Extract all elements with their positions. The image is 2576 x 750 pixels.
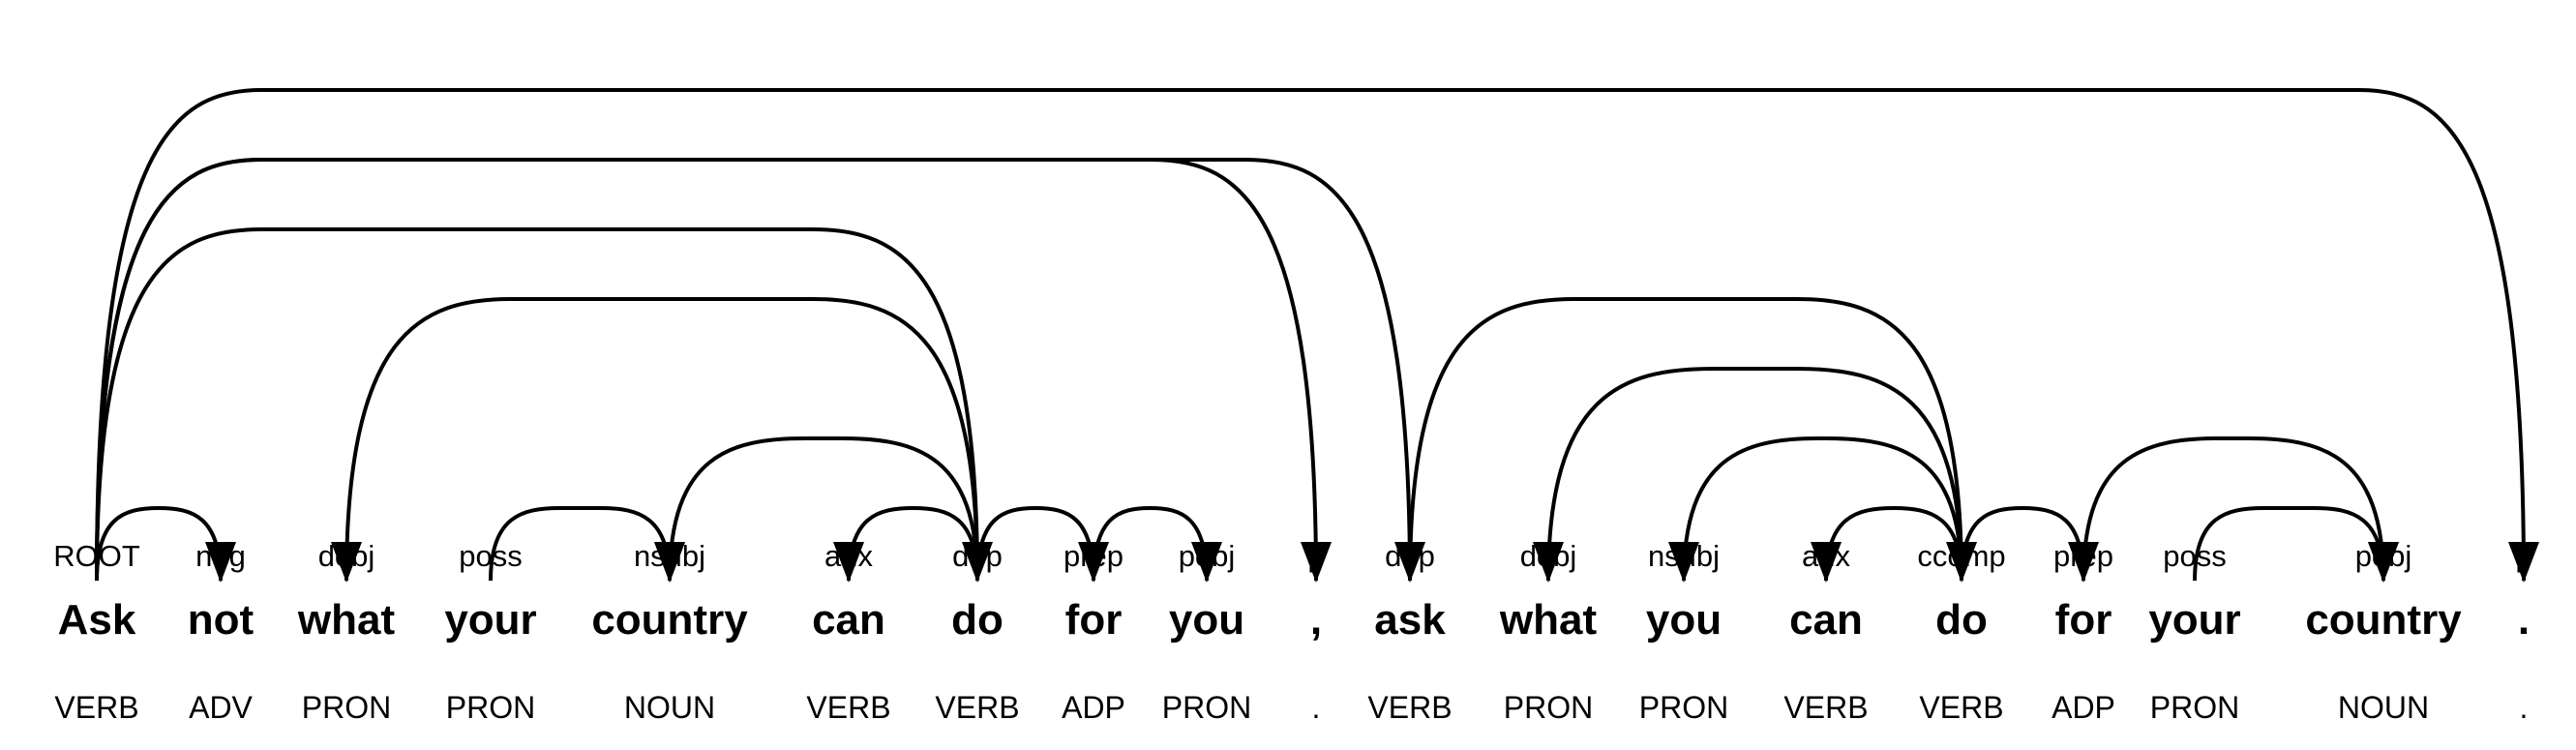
token-word: you bbox=[1646, 596, 1722, 644]
token-pos-tag: NOUN bbox=[624, 690, 715, 725]
dependency-arc bbox=[975, 505, 1095, 582]
token-word: your bbox=[444, 596, 536, 644]
dep-relation-label: nsubj bbox=[634, 539, 705, 573]
dependency-arc bbox=[95, 158, 1412, 582]
token-pos-tag: VERB bbox=[1919, 690, 2003, 725]
token-word: do bbox=[1935, 596, 1988, 644]
dep-relation-label: prep bbox=[1063, 539, 1123, 573]
dep-relation-label: nsubj bbox=[1648, 539, 1720, 573]
dependency-arc bbox=[95, 158, 1318, 582]
dependency-arc bbox=[1408, 297, 1963, 582]
token-word: your bbox=[2148, 596, 2240, 644]
dep-relation-label: p bbox=[1307, 539, 1324, 573]
token-word: for bbox=[1065, 596, 1123, 644]
dependency-arc bbox=[1682, 436, 1963, 582]
token-pos-tag: NOUN bbox=[2338, 690, 2429, 725]
dependency-arc bbox=[668, 436, 979, 582]
dep-relation-label: dobj bbox=[318, 539, 375, 573]
token-word: do bbox=[951, 596, 1003, 644]
arcs-layer bbox=[95, 88, 2526, 582]
token-pos-tag: VERB bbox=[54, 690, 138, 725]
token-pos-tag: . bbox=[1312, 690, 1321, 725]
dependency-arc bbox=[1546, 367, 1963, 582]
dep-relation-label: neg bbox=[195, 539, 246, 573]
dependency-arrowhead bbox=[1078, 542, 1109, 583]
token-pos-tag: VERB bbox=[1783, 690, 1868, 725]
dep-relation-label: poss bbox=[2163, 539, 2226, 573]
dependency-arrowhead bbox=[1191, 542, 1222, 583]
dependency-arrowhead bbox=[1533, 542, 1564, 583]
dependency-arrowhead bbox=[205, 542, 236, 583]
dependency-arc bbox=[95, 505, 223, 582]
token-word: country bbox=[591, 596, 748, 644]
token-pos-tag: VERB bbox=[935, 690, 1019, 725]
dependency-arrowhead bbox=[962, 542, 993, 583]
token-pos-tag: VERB bbox=[806, 690, 890, 725]
token-word: for bbox=[2055, 596, 2112, 644]
token-pos-tag: PRON bbox=[1162, 690, 1251, 725]
token-word: you bbox=[1169, 596, 1244, 644]
dependency-arc bbox=[2082, 436, 2385, 582]
token-word: country bbox=[2305, 596, 2462, 644]
dependency-arc bbox=[489, 506, 672, 582]
token-word: what bbox=[1499, 596, 1598, 644]
token-word: . bbox=[2518, 596, 2530, 644]
dep-relation-label: pobj bbox=[1179, 539, 1236, 573]
token-word: what bbox=[297, 596, 396, 644]
dependency-arc bbox=[344, 297, 979, 582]
dep-labels-layer: ROOT neg dobj poss nsubj aux dep prep pobj p dep do… bbox=[53, 539, 2531, 573]
token-pos-tag: PRON bbox=[2150, 690, 2239, 725]
dependency-arrowhead bbox=[1394, 542, 1425, 583]
dependency-arrowhead bbox=[654, 542, 685, 583]
dep-relation-label: dep bbox=[1385, 539, 1435, 573]
pos-tags-layer: VERB ADV PRON PRON NOUN VERB VERB ADP PRON. VERB P… bbox=[54, 690, 2528, 725]
token-pos-tag: PRON bbox=[446, 690, 535, 725]
dep-relation-label: aux bbox=[1802, 539, 1850, 573]
dep-relation-label: ROOT bbox=[53, 539, 140, 573]
token-pos-tag: . bbox=[2520, 690, 2529, 725]
token-pos-tag: PRON bbox=[1639, 690, 1728, 725]
arrowheads-layer bbox=[205, 542, 2539, 583]
dependency-arrowhead bbox=[2068, 542, 2099, 583]
dependency-arc bbox=[2193, 506, 2385, 582]
token-pos-tag: ADP bbox=[2052, 690, 2115, 725]
dependency-arc bbox=[847, 505, 979, 582]
token-word: Ask bbox=[58, 596, 136, 644]
dep-relation-label: pobj bbox=[2355, 539, 2412, 573]
dep-relation-label: ccomp bbox=[1917, 539, 2005, 573]
dep-relation-label: prep bbox=[2053, 539, 2113, 573]
dependency-arc bbox=[1092, 505, 1209, 582]
dependency-arc bbox=[95, 227, 979, 582]
dep-relation-label: aux bbox=[824, 539, 873, 573]
token-pos-tag: ADP bbox=[1062, 690, 1125, 725]
token-word: not bbox=[188, 596, 255, 644]
dep-relation-label: dobj bbox=[1520, 539, 1577, 573]
token-pos-tag: ADV bbox=[189, 690, 253, 725]
dependency-arc bbox=[1824, 505, 1963, 582]
token-word: can bbox=[812, 596, 885, 644]
dependency-arc bbox=[95, 88, 2526, 582]
token-pos-tag: PRON bbox=[302, 690, 391, 725]
dependency-arrowhead bbox=[2508, 542, 2539, 583]
dependency-arrowhead bbox=[1301, 542, 1332, 583]
dep-relation-label: dep bbox=[952, 539, 1003, 573]
dependency-arrowhead bbox=[833, 542, 864, 583]
dependency-arc bbox=[1960, 505, 2085, 582]
dependency-arrowhead bbox=[1668, 542, 1699, 583]
dep-relation-label: poss bbox=[459, 539, 522, 573]
token-pos-tag: PRON bbox=[1504, 690, 1593, 725]
token-word: , bbox=[1310, 596, 1322, 644]
dependency-arrowhead bbox=[1811, 542, 1842, 583]
token-word: ask bbox=[1374, 596, 1446, 644]
dependency-arrowhead bbox=[331, 542, 362, 583]
dependency-arrowhead bbox=[1946, 542, 1977, 583]
dependency-arrowhead bbox=[2368, 542, 2399, 583]
token-pos-tag: VERB bbox=[1367, 690, 1452, 725]
token-word: can bbox=[1789, 596, 1863, 644]
dep-relation-label: p bbox=[2515, 539, 2531, 573]
